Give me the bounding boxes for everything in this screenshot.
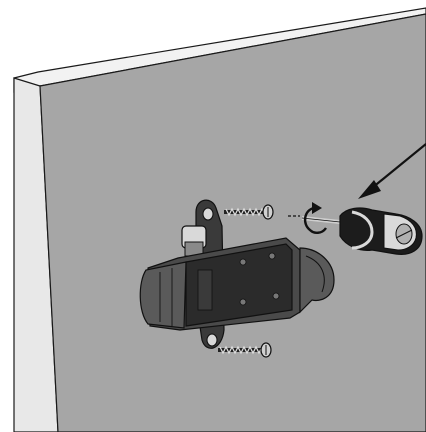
wall-panel: [13, 7, 426, 432]
wall-mount-bracket-icon: [139, 199, 335, 349]
wall-panel-side-edge: [13, 77, 59, 432]
screwdriver-shaft: [288, 215, 341, 224]
arrow-icon: [358, 143, 426, 199]
clockwise-rotation-icon: [303, 202, 327, 234]
wall-panel-face: [39, 13, 426, 432]
screw-icon: [224, 204, 274, 220]
screw-icon: [218, 342, 272, 358]
screwdriver-icon: [339, 207, 423, 255]
